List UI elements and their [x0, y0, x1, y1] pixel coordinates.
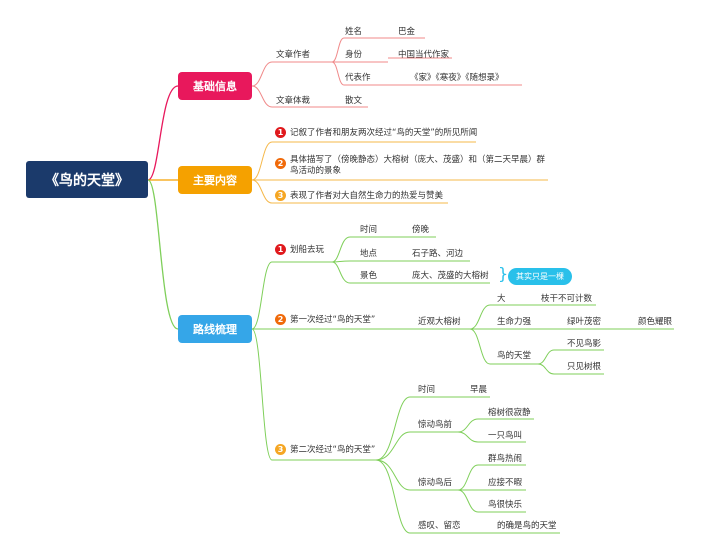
- author-works-key[interactable]: 代表作: [345, 73, 371, 83]
- summary-note[interactable]: 其实只是一棵: [508, 268, 572, 285]
- second-time-value[interactable]: 早晨: [470, 385, 488, 395]
- before-startle-value-2[interactable]: 一只鸟叫: [488, 431, 523, 441]
- second-time-key[interactable]: 时间: [418, 385, 436, 395]
- after-startle-value-2[interactable]: 应接不暇: [488, 478, 523, 488]
- bird-heaven-value-2[interactable]: 只见树根: [567, 362, 602, 372]
- boat-scene-value[interactable]: 庞大、茂盛的大榕树: [412, 271, 489, 281]
- boat-time-key[interactable]: 时间: [360, 225, 378, 235]
- big-key[interactable]: 大: [497, 294, 506, 304]
- boat-trip-node[interactable]: 划船去玩: [290, 245, 325, 255]
- bird-heaven-value-1[interactable]: 不见鸟影: [567, 339, 602, 349]
- root-topic[interactable]: 《鸟的天堂》: [26, 161, 148, 198]
- first-pass-node[interactable]: 第一次经过“鸟的天堂”: [290, 315, 376, 325]
- genre-value[interactable]: 散文: [345, 96, 363, 106]
- boat-scene-key[interactable]: 景色: [360, 271, 378, 281]
- number-badge-3: 3: [275, 444, 286, 455]
- big-value[interactable]: 枝干不可计数: [541, 294, 593, 304]
- sigh-value[interactable]: 的确是鸟的天堂: [497, 521, 557, 531]
- boat-place-key[interactable]: 地点: [360, 249, 378, 259]
- number-badge-1: 1: [275, 244, 286, 255]
- boat-time-value[interactable]: 傍晚: [412, 225, 430, 235]
- content-item-1[interactable]: 记叙了作者和朋友两次经过“鸟的天堂”的所见所闻: [290, 128, 478, 138]
- number-badge-2: 2: [275, 158, 286, 169]
- vitality-value-1[interactable]: 绿叶茂密: [567, 317, 602, 327]
- author-works-value[interactable]: 《家》《寒夜》《随想录》: [410, 73, 504, 83]
- content-item-2[interactable]: 具体描写了（傍晚静态）大榕树（庞大、茂盛）和（第二天早晨）群鸟活动的景象: [290, 155, 546, 176]
- second-pass-node[interactable]: 第二次经过“鸟的天堂”: [290, 445, 376, 455]
- before-startle-key[interactable]: 惊动鸟前: [418, 420, 453, 430]
- after-startle-value-3[interactable]: 鸟很快乐: [488, 500, 523, 510]
- branch-main-content[interactable]: 主要内容: [178, 166, 252, 194]
- author-name-value[interactable]: 巴金: [398, 27, 416, 37]
- number-badge-1: 1: [275, 127, 286, 138]
- author-name-key[interactable]: 姓名: [345, 27, 363, 37]
- sigh-key[interactable]: 感叹、留恋: [418, 521, 461, 531]
- author-identity-key[interactable]: 身份: [345, 50, 363, 60]
- close-view-node[interactable]: 近观大榕树: [418, 317, 461, 327]
- content-item-3[interactable]: 表现了作者对大自然生命力的热爱与赞美: [290, 191, 444, 201]
- vitality-key[interactable]: 生命力强: [497, 317, 532, 327]
- bird-heaven-key[interactable]: 鸟的天堂: [497, 351, 532, 361]
- after-startle-value-1[interactable]: 群鸟热闹: [488, 454, 523, 464]
- genre-node[interactable]: 文章体裁: [276, 96, 311, 106]
- vitality-value-2[interactable]: 颜色耀眼: [638, 317, 673, 327]
- before-startle-value-1[interactable]: 榕树很寂静: [488, 408, 531, 418]
- branch-route[interactable]: 路线梳理: [178, 315, 252, 343]
- branch-basic-info[interactable]: 基础信息: [178, 72, 252, 100]
- author-identity-value[interactable]: 中国当代作家: [398, 50, 450, 60]
- number-badge-3: 3: [275, 190, 286, 201]
- after-startle-key[interactable]: 惊动鸟后: [418, 478, 453, 488]
- author-node[interactable]: 文章作者: [276, 50, 311, 60]
- boat-place-value[interactable]: 石子路、河边: [412, 249, 464, 259]
- number-badge-2: 2: [275, 314, 286, 325]
- summary-brace: }: [498, 264, 509, 283]
